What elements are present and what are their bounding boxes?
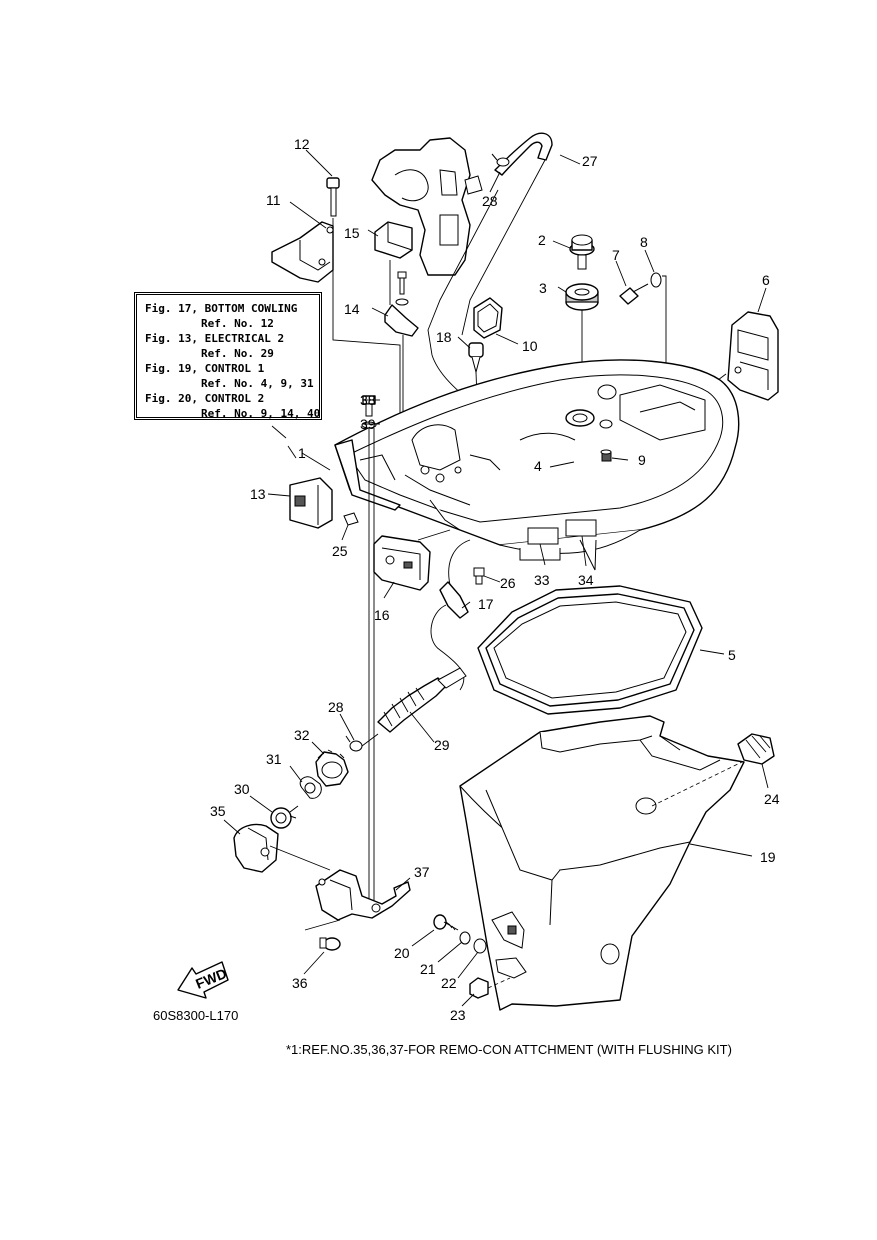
reference-number: Ref. No. 4, 9, 31 <box>201 377 314 390</box>
bolt-7 <box>619 283 649 305</box>
callout-3: 3 <box>539 280 547 296</box>
callout-15: 15 <box>344 225 360 241</box>
callout-22: 22 <box>441 975 457 991</box>
callout-10: 10 <box>522 338 538 354</box>
screw-26 <box>473 567 485 585</box>
washer-21 <box>459 931 471 945</box>
grommet-24 <box>737 733 775 765</box>
callout-16: 16 <box>374 607 390 623</box>
grommet-9 <box>600 449 612 462</box>
lower-cowling-19 <box>459 715 745 1011</box>
grommet-29 <box>377 667 467 733</box>
reference-number: Ref. No. 29 <box>201 347 274 360</box>
clip-28-lower <box>345 733 379 752</box>
callout-27: 27 <box>582 153 598 169</box>
knob-32 <box>315 749 349 787</box>
callout-17: 17 <box>478 596 494 612</box>
engine-block-outline <box>371 137 483 276</box>
callout-39: 34 <box>578 572 594 588</box>
callout-30: 30 <box>234 781 250 797</box>
callout-14: 14 <box>344 301 360 317</box>
cover-13 <box>289 477 333 529</box>
washer-8 <box>650 272 667 398</box>
grip-33 <box>233 823 279 873</box>
callout-6: 6 <box>762 272 770 288</box>
callout-19: 19 <box>760 849 776 865</box>
callout-20: 20 <box>394 945 410 961</box>
screw-20 <box>433 914 459 931</box>
reference-figure: Fig. 13, ELECTRICAL 2 <box>145 332 285 345</box>
grommet-10 <box>473 297 503 339</box>
callout-24: 24 <box>764 791 780 807</box>
footnote: *1:REF.NO.35,36,37-FOR REMO-CON ATTCHMEN… <box>286 1042 732 1057</box>
callout-28-lower: 28 <box>328 699 344 715</box>
callout-1: 1 <box>298 445 306 461</box>
callout-5: 5 <box>728 647 736 663</box>
fwd-arrow-icon: FWD <box>177 961 229 999</box>
reference-figure: Fig. 20, CONTROL 2 <box>145 392 265 405</box>
callout-34: 36 <box>292 975 308 991</box>
callout-33: 35 <box>210 803 226 819</box>
callout-21: 21 <box>420 961 436 977</box>
washer-37 <box>361 421 377 910</box>
callout-28-top: 28 <box>482 193 498 209</box>
callout-36: 38 <box>360 392 376 408</box>
callout-38: 33 <box>534 572 550 588</box>
callout-31: 31 <box>266 751 282 767</box>
cover-16 <box>373 529 451 591</box>
clip-28-top <box>491 153 510 167</box>
callout-labels: 12 11 15 14 27 28 2 3 7 8 6 10 18 38 39 … <box>210 136 780 1023</box>
callout-35: 37 <box>414 864 430 880</box>
bottom-cowling <box>334 359 740 571</box>
callout-18: 18 <box>436 329 452 345</box>
callout-8: 8 <box>640 234 648 250</box>
callout-9: 9 <box>638 452 646 468</box>
callout-4: 4 <box>534 458 542 474</box>
callout-37: 39 <box>360 416 376 432</box>
bolt-2 <box>569 234 595 270</box>
bracket-6 <box>709 311 779 401</box>
ring-31 <box>299 776 322 799</box>
reference-number: Ref. No. 9, 14, 40 <box>201 407 321 420</box>
callout-leaders <box>223 149 769 1007</box>
gasket-5 <box>477 585 703 715</box>
bolt-12 <box>326 177 401 470</box>
grommet-17 <box>430 539 471 691</box>
bracket-35 <box>269 845 411 931</box>
holder-30 <box>270 805 299 829</box>
figure-reference-box: Fig. 17, BOTTOM COWLING Ref. No. 12 Fig.… <box>134 292 322 420</box>
callout-13: 13 <box>250 486 266 502</box>
damper-15 <box>374 221 413 259</box>
screw-34 <box>319 937 341 951</box>
washer-22 <box>473 938 487 954</box>
callout-25: 25 <box>332 543 348 559</box>
callout-12: 12 <box>294 136 310 152</box>
reference-number: Ref. No. 12 <box>201 317 274 330</box>
bracket-11 <box>271 221 334 283</box>
nut-23 <box>469 977 511 999</box>
figure-code: 60S8300-L170 <box>153 1008 239 1023</box>
callout-7: 7 <box>612 247 620 263</box>
reference-figure: Fig. 19, CONTROL 1 <box>145 362 265 375</box>
reference-figure: Fig. 17, BOTTOM COWLING <box>145 302 298 315</box>
callout-2: 2 <box>538 232 546 248</box>
callout-32: 32 <box>294 727 310 743</box>
callout-23: 23 <box>450 1007 466 1023</box>
seal-25 <box>343 512 359 526</box>
callout-29: 29 <box>434 737 450 753</box>
callout-26: 26 <box>500 575 516 591</box>
callout-11: 11 <box>266 192 281 208</box>
screw-and-washer <box>395 271 409 306</box>
